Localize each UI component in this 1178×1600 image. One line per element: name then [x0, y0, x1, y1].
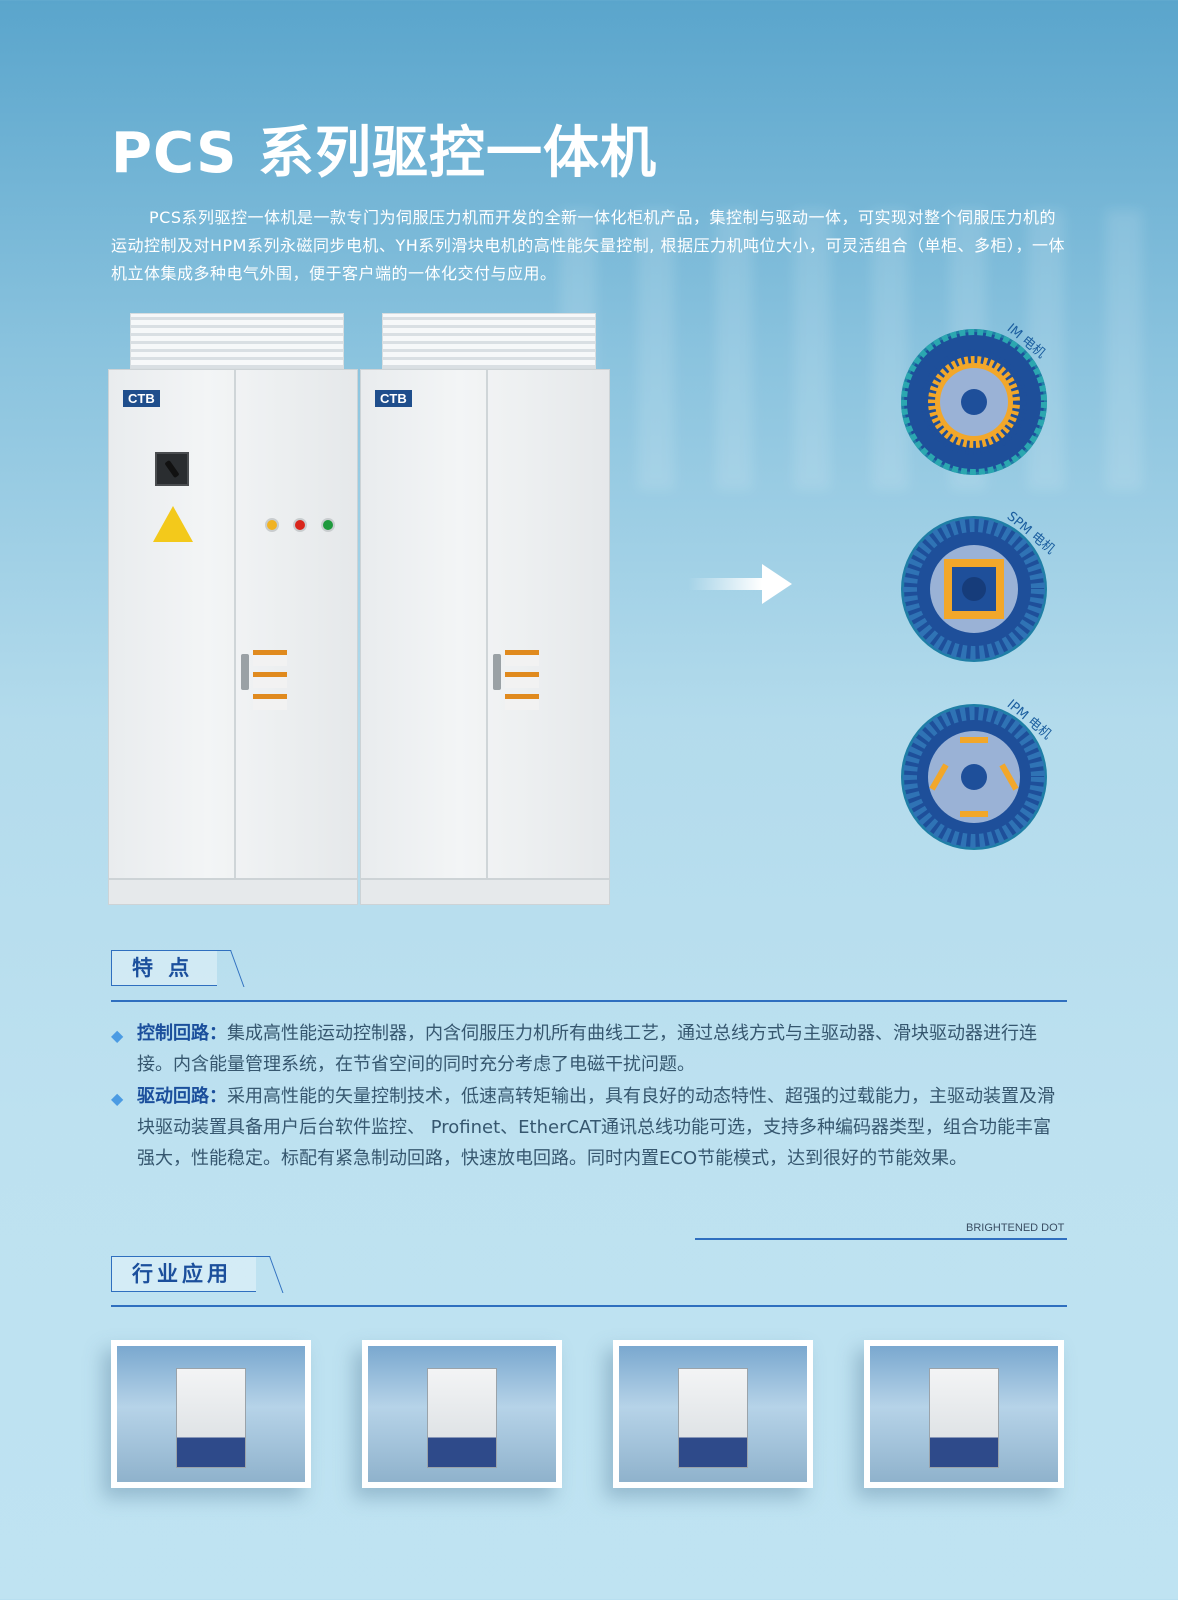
feature-item-drive: ◆ 驱动回路：采用高性能的矢量控制技术，低速高转矩输出，具有良好的动态特性、超强…	[111, 1081, 1067, 1174]
ipm-motor-icon	[901, 704, 1047, 850]
brand-logo: CTB	[123, 390, 160, 407]
indicator-button	[265, 518, 279, 532]
feature-title: 控制回路：	[137, 1023, 227, 1044]
intro-paragraph: PCS系列驱控一体机是一款专门为伺服压力机而开发的全新一体化柜机产品，集控制与驱…	[111, 208, 1065, 283]
vent-top	[130, 313, 344, 369]
warning-labels	[253, 650, 287, 716]
brand-text: BRIGHTENED DOT	[966, 1222, 1065, 1234]
cabinet-right: CTB	[360, 369, 610, 879]
warning-labels	[505, 650, 539, 716]
brand-divider	[695, 1238, 1067, 1240]
motor-spm	[900, 515, 1048, 663]
application-photo	[111, 1340, 311, 1488]
application-photo	[362, 1340, 562, 1488]
im-motor-icon	[901, 329, 1047, 475]
spm-motor-icon	[901, 516, 1047, 662]
features-divider	[111, 1000, 1067, 1002]
arrow-head-icon	[762, 564, 792, 604]
feature-item-control: ◆ 控制回路：集成高性能运动控制器，内含伺服压力机所有曲线工艺，通过总线方式与主…	[111, 1018, 1067, 1080]
cabinet-image: CTB CTB	[108, 313, 628, 905]
indicator-button	[321, 518, 335, 532]
vent-top	[382, 313, 596, 369]
applications-divider	[111, 1305, 1067, 1307]
feature-title: 驱动回路：	[137, 1086, 227, 1107]
motor-im	[900, 328, 1048, 476]
applications-heading: 行业应用	[111, 1256, 256, 1292]
background-blur	[560, 210, 1178, 490]
cabinet-base	[360, 879, 610, 905]
motor-ipm	[900, 703, 1048, 851]
cabinet-base	[108, 879, 358, 905]
feature-text: 集成高性能运动控制器，内含伺服压力机所有曲线工艺，通过总线方式与主驱动器、滑块驱…	[137, 1023, 1037, 1075]
application-photo	[864, 1340, 1064, 1488]
feature-text: 采用高性能的矢量控制技术，低速高转矩输出，具有良好的动态特性、超强的过载能力，主…	[137, 1086, 1055, 1169]
diamond-bullet-icon: ◆	[111, 1026, 124, 1045]
indicator-button	[293, 518, 307, 532]
application-photo	[613, 1340, 813, 1488]
brand-logo: CTB	[375, 390, 412, 407]
door-handle	[493, 654, 501, 690]
door-handle	[241, 654, 249, 690]
cabinet-left: CTB	[108, 369, 358, 879]
features-heading: 特 点	[111, 950, 218, 986]
rotary-switch	[155, 452, 189, 486]
page-title: PCS 系列驱控一体机	[111, 121, 658, 186]
diamond-bullet-icon: ◆	[111, 1089, 124, 1108]
warning-icon	[153, 506, 193, 542]
arrow-icon	[688, 578, 762, 590]
